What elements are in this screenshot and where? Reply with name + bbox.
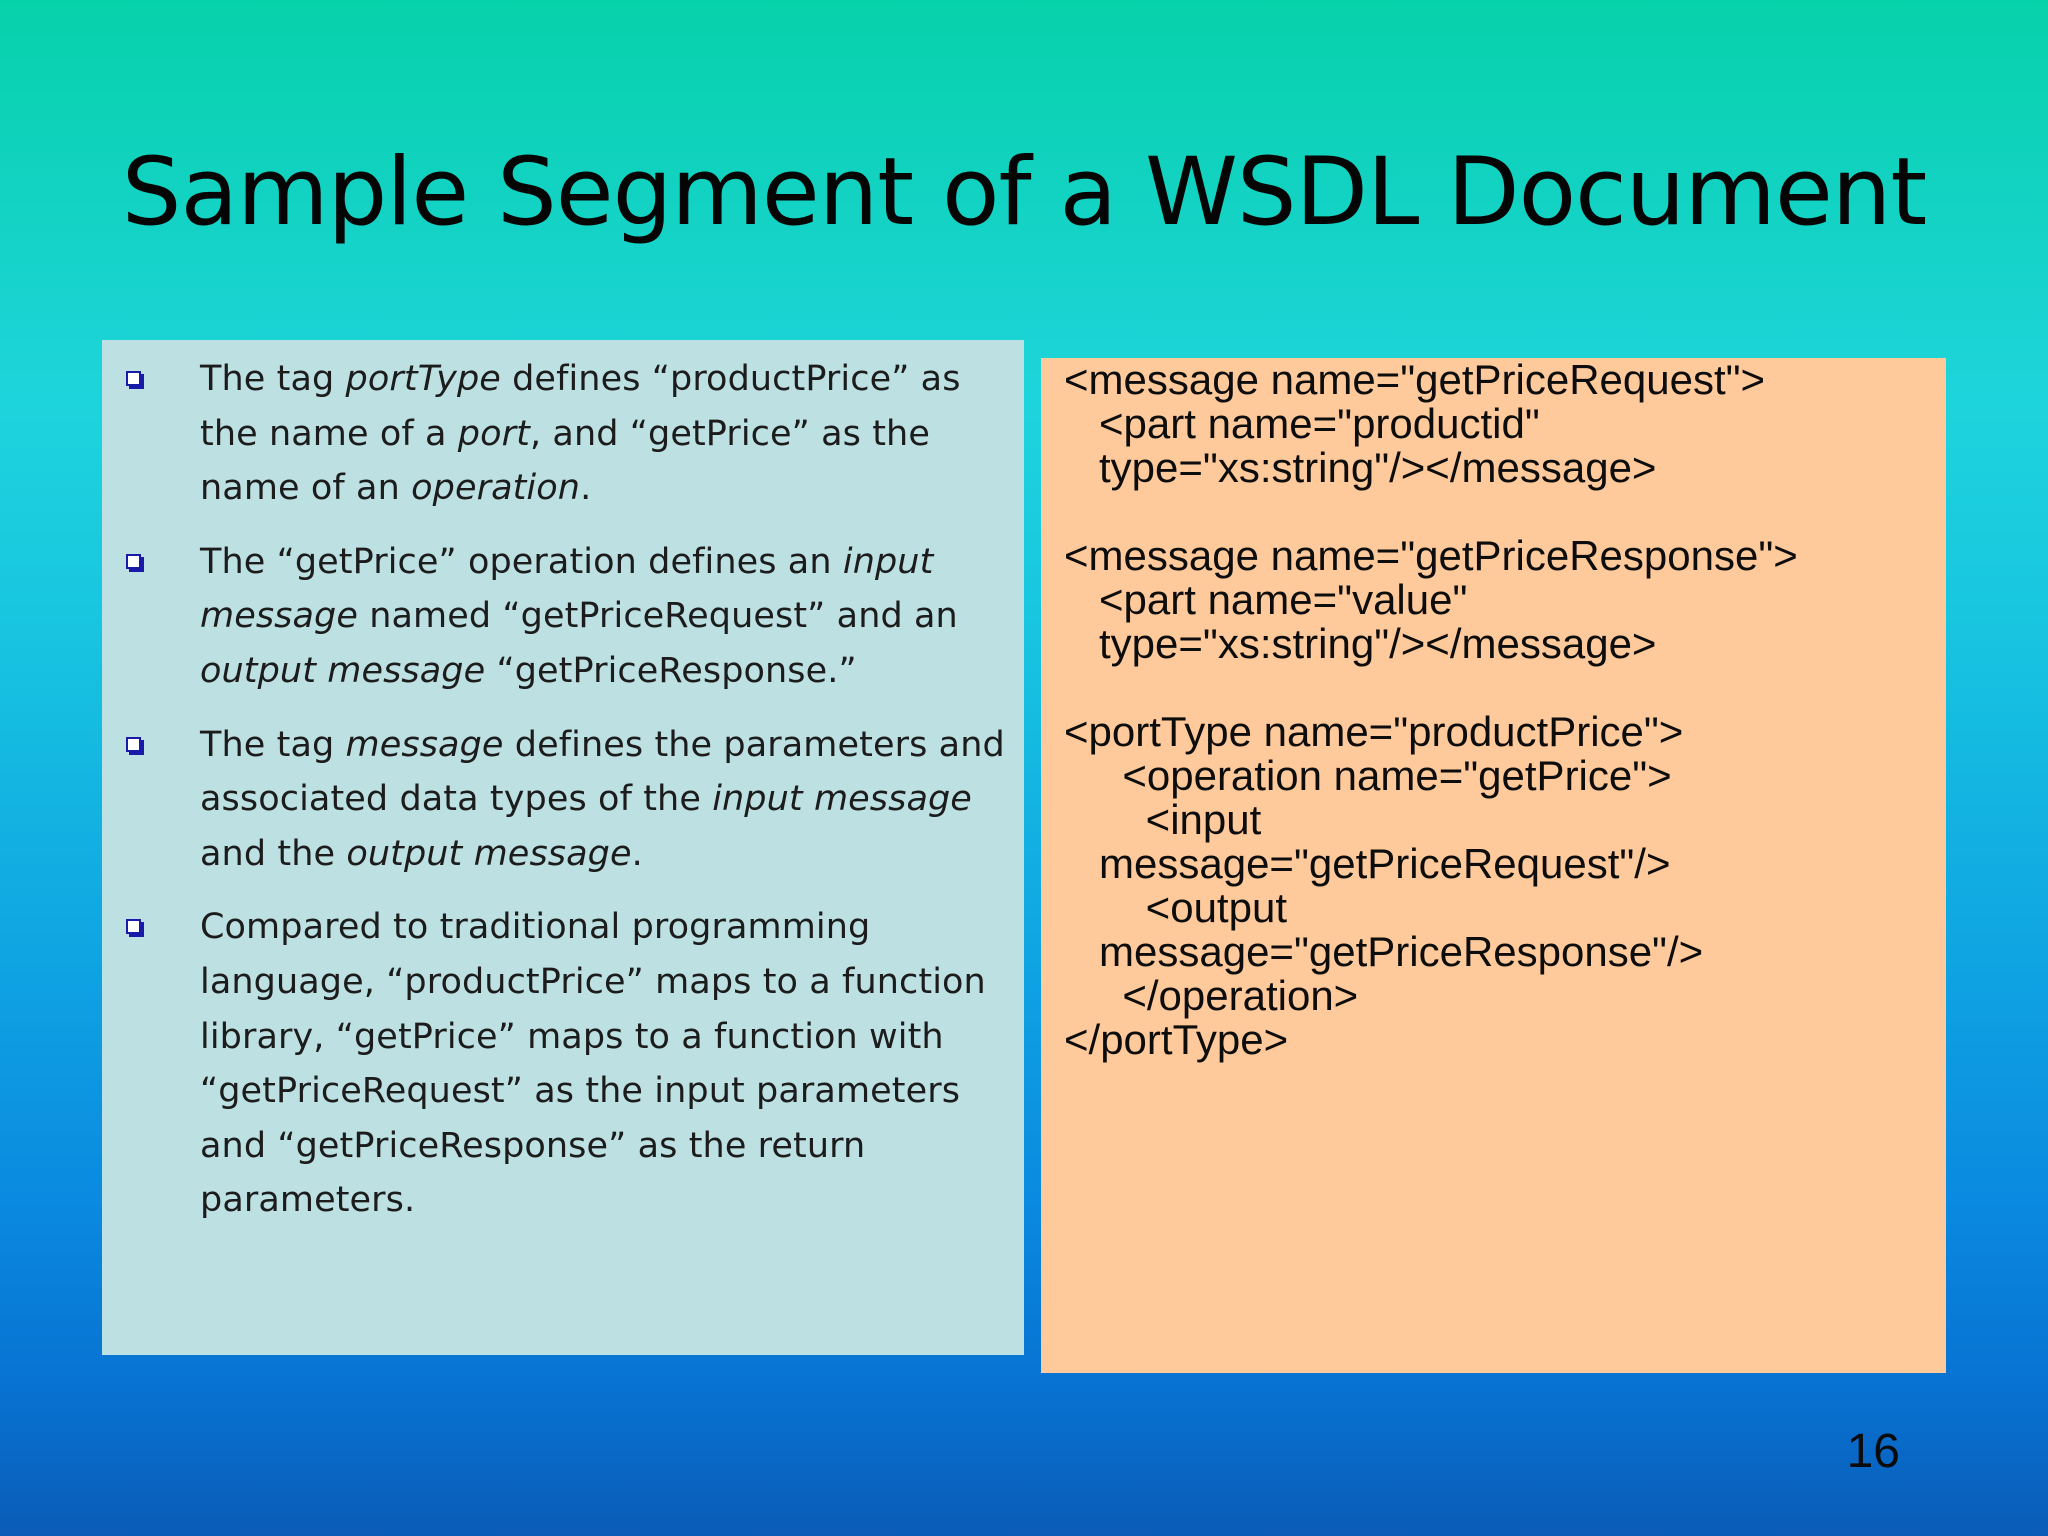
wsdl-code-panel: <message name="getPriceRequest"> <part n… — [1041, 358, 1946, 1373]
code-line: ​ — [1064, 490, 1934, 534]
bullet-text-emphasis: output message — [200, 650, 486, 691]
bullet-text: “getPriceResponse.” — [485, 650, 857, 691]
bullet-item: Compared to traditional programming lang… — [102, 900, 1024, 1228]
bullet-text: defines “productPrice” as the name of a — [200, 359, 961, 454]
square-bullet-icon — [126, 736, 144, 755]
code-line: <portType name="productPrice"> — [1064, 708, 1684, 755]
bullet-text: defines the parameters and associated da… — [200, 724, 1005, 820]
bullet-text-emphasis: operation — [411, 468, 581, 509]
square-bullet-icon — [126, 371, 144, 389]
code-line: <input — [1064, 796, 1262, 843]
page-number: 16 — [1846, 1425, 1900, 1478]
bullet-text: The tag — [200, 359, 346, 399]
bullet-text: The “getPrice” operation defines an — [200, 541, 843, 582]
bullet-item: The tag portType defines “productPrice” … — [102, 352, 1024, 516]
bullet-text: named “getPriceRequest” and an — [358, 596, 958, 637]
code-line: ​ — [1064, 666, 1934, 710]
code-line: <operation name="getPrice"> — [1064, 752, 1672, 799]
bullet-text: . — [631, 833, 643, 874]
bullet-item: The “getPrice” operation defines an inpu… — [102, 535, 1024, 699]
code-line: type="xs:string"/></message> — [1064, 620, 1657, 667]
code-line: <part name="value" — [1064, 576, 1468, 623]
code-line: <message name="getPriceRequest"> — [1064, 356, 1766, 403]
code-line: <message name="getPriceResponse"> — [1064, 532, 1798, 579]
code-line: message="getPriceRequest"/> — [1064, 840, 1671, 887]
bullet-text-emphasis: input message — [712, 779, 972, 820]
bullet-text-emphasis: input message — [200, 541, 934, 637]
square-bullet-icon — [126, 553, 144, 572]
code-line: </operation> — [1064, 972, 1359, 1019]
bullet-text-emphasis: output message — [346, 833, 632, 874]
code-line: type="xs:string"/></message> — [1064, 444, 1657, 491]
wsdl-code-block: <message name="getPriceRequest"> <part n… — [1064, 358, 1934, 1062]
bullet-text: , and “getPrice” as the name of an — [200, 413, 930, 509]
bullet-item: The tag message defines the parameters a… — [102, 718, 1024, 882]
bullet-text: . — [580, 468, 592, 509]
bullet-text: The tag — [200, 724, 346, 765]
bullet-list: The tag portType defines “productPrice” … — [102, 352, 1024, 1247]
bullet-text-emphasis: message — [345, 724, 504, 765]
bullet-text-emphasis: port — [457, 413, 530, 454]
bullet-text: Compared to traditional programming lang… — [200, 907, 986, 1221]
code-line: <output — [1064, 884, 1287, 931]
bullet-text-emphasis: portType — [345, 359, 501, 399]
code-line: <part name="productid" — [1064, 400, 1540, 447]
code-line: </portType> — [1064, 1016, 1289, 1063]
explanation-panel: The tag portType defines “productPrice” … — [102, 340, 1024, 1355]
code-line: message="getPriceResponse"/> — [1064, 928, 1704, 975]
slide-title: Sample Segment of a WSDL Document — [121, 138, 1927, 247]
bullet-text: and the — [200, 833, 347, 874]
square-bullet-icon — [126, 919, 144, 938]
